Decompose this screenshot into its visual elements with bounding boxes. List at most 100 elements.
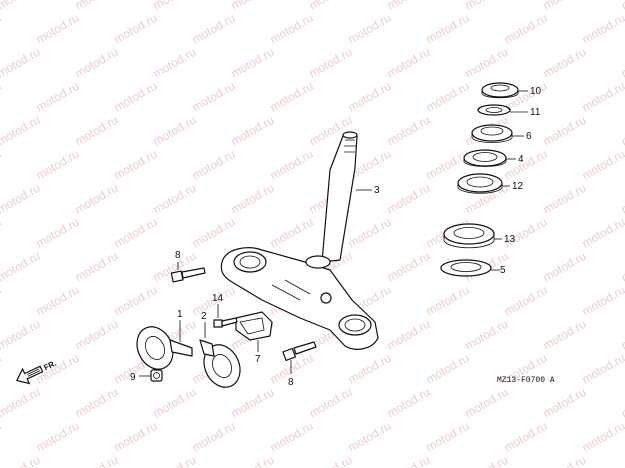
watermark-text: motod.ru [502, 419, 550, 455]
callout-3: 3 [374, 185, 380, 196]
bearing-race-4-part [463, 149, 507, 167]
watermark-text: motod.ru [73, 45, 121, 81]
bearing-12-part [457, 173, 503, 194]
bearing-nut-10-part [481, 82, 519, 99]
bolt-8-upper-part [170, 267, 206, 283]
watermark-text: motod.ru [580, 79, 625, 115]
watermark-text: motod.ru [151, 45, 199, 81]
watermark-text: motod.ru [502, 283, 550, 319]
watermark-text: motod.ru [619, 385, 625, 421]
watermark-text: motod.ru [112, 215, 160, 251]
watermark-text: motod.ru [580, 351, 625, 387]
watermark-text: motod.ru [229, 45, 277, 81]
watermark-text: motod.ru [619, 453, 625, 468]
watermark-text: motod.ru [190, 215, 238, 251]
watermark-text: motod.ru [151, 453, 199, 468]
watermark-text: motod.ru [73, 453, 121, 468]
watermark-text: motod.ru [151, 385, 199, 421]
watermark-text: motod.ru [34, 147, 82, 183]
watermark-text: motod.ru [385, 249, 433, 285]
front-direction-arrow: FR. [16, 359, 58, 385]
watermark-text: motod.ru [112, 79, 160, 115]
watermark-text: motod.ru [541, 45, 589, 81]
watermark-text: motod.ru [619, 0, 625, 13]
watermark-text: motod.ru [73, 317, 121, 353]
watermark-text: motod.ru [541, 113, 589, 149]
watermark-text: motod.ru [0, 147, 4, 183]
callout-11: 11 [530, 107, 541, 118]
watermark-text: motod.ru [385, 385, 433, 421]
watermark-text: motod.ru [385, 0, 433, 13]
watermark-text: motod.ru [268, 147, 316, 183]
callout-1: 1 [177, 309, 183, 320]
watermark-text: motod.ru [229, 385, 277, 421]
callout-13: 13 [504, 234, 516, 245]
watermark-text: motod.ru [112, 11, 160, 47]
watermark-text: motod.ru [73, 249, 121, 285]
watermark-text: motod.ru [268, 419, 316, 455]
watermark-text: motod.ru [229, 453, 277, 468]
watermark-text: motod.ru [541, 181, 589, 217]
watermark-text: motod.ru [151, 113, 199, 149]
horn-bracket-7-part [235, 311, 273, 341]
watermark-text: motod.ru [34, 283, 82, 319]
watermark-text: motod.ru [34, 419, 82, 455]
watermark-text: motod.ru [580, 419, 625, 455]
callout-4: 4 [518, 154, 524, 165]
nut-9-part [150, 369, 163, 382]
watermark-text: motod.ru [346, 79, 394, 115]
callout-9: 9 [130, 372, 136, 383]
watermark-text: motod.ru [268, 79, 316, 115]
watermark-text: motod.ru [0, 215, 4, 251]
watermark-text: motod.ru [385, 45, 433, 81]
watermark-text: motod.ru [424, 419, 472, 455]
watermark-text: motod.ru [0, 453, 43, 468]
watermark-text: motod.ru [73, 0, 121, 13]
lock-washer-11-part [477, 104, 511, 116]
watermark-text: motod.ru [580, 11, 625, 47]
watermark-text: motod.ru [385, 181, 433, 217]
watermark-text: motod.ru [0, 419, 4, 455]
watermark-text: motod.ru [580, 147, 625, 183]
watermark-text: motod.ru [151, 0, 199, 13]
watermark-text: motod.ru [463, 0, 511, 13]
watermark-text: motod.ru [619, 45, 625, 81]
watermark-text: motod.ru [0, 113, 43, 149]
watermark-text: motod.ru [463, 45, 511, 81]
bearing-13-part [443, 223, 495, 249]
watermark-text: motod.ru [190, 419, 238, 455]
watermark-text: motod.ru [541, 0, 589, 13]
callout-10: 10 [530, 86, 542, 97]
watermark-text: motod.ru [619, 249, 625, 285]
watermark-text: motod.ru [619, 113, 625, 149]
watermark-text: motod.ru [424, 283, 472, 319]
watermark-text: motod.ru [385, 317, 433, 353]
watermark-text: motod.ru [73, 385, 121, 421]
callout-7: 7 [255, 354, 261, 365]
watermark-text: motod.ru [307, 385, 355, 421]
callout-2: 2 [201, 311, 207, 322]
watermark-text: motod.ru [73, 113, 121, 149]
watermark-text: motod.ru [0, 351, 4, 387]
watermark-text: motod.ru [346, 11, 394, 47]
watermark-text: motod.ru [580, 215, 625, 251]
watermark-text: motod.ru [34, 11, 82, 47]
watermark-text: motod.ru [346, 351, 394, 387]
callout-labels: 10 11 6 4 12 13 5 3 8 1 2 14 7 8 9 [130, 86, 542, 388]
watermark-text: motod.ru [385, 113, 433, 149]
watermark-text: motod.ru [502, 147, 550, 183]
watermark-text: motod.ru [307, 0, 355, 13]
watermark-text: motod.ru [541, 249, 589, 285]
watermark-text: motod.ru [0, 45, 43, 81]
watermark-text: motod.ru [307, 453, 355, 468]
watermark-text: motod.ru [385, 453, 433, 468]
watermark-text: motod.ru [73, 181, 121, 217]
watermark-text: motod.ru [0, 283, 4, 319]
watermark-text: motod.ru [190, 147, 238, 183]
watermark-text: motod.ru [580, 283, 625, 319]
watermark-text: motod.ru [541, 453, 589, 468]
horn-2-part [199, 339, 241, 388]
watermark-text: motod.ru [190, 79, 238, 115]
